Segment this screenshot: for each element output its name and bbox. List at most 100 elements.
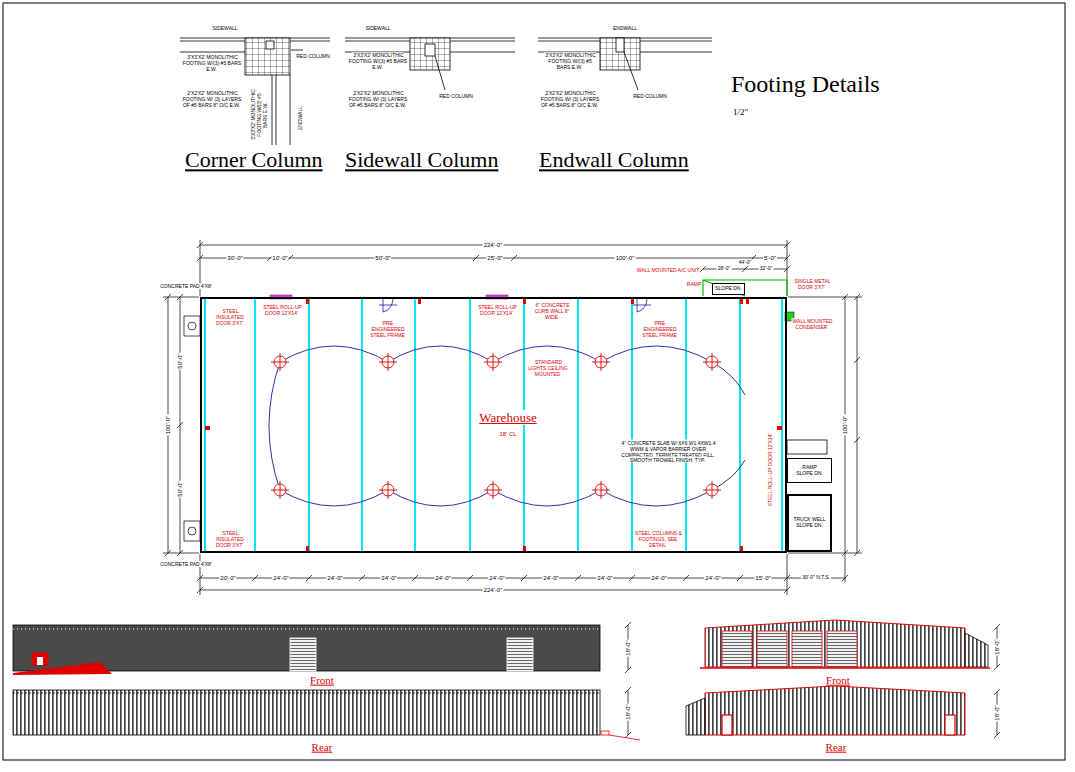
label-text: 24'-0" xyxy=(326,575,343,581)
end-front-elevation xyxy=(700,667,990,669)
wall-tag: ENDWALL xyxy=(298,105,304,131)
label-text: WALL MOUNTED CONDENSER xyxy=(792,318,833,330)
door-note: STEEL ROLL-UP DOOR 12'X14' xyxy=(475,305,519,317)
label-text: Front xyxy=(825,674,851,686)
label-text: Rear xyxy=(311,741,334,753)
dimension-text: 24'-0" xyxy=(326,575,343,582)
sidewall-footing-detail xyxy=(410,38,450,70)
end-rear-elevation xyxy=(686,698,705,735)
elevation-dimension xyxy=(994,624,1000,670)
dimension-text: 30'-0" xyxy=(226,255,243,262)
structure-note: PRE-ENGINEERED STEEL FRAME xyxy=(638,321,682,338)
wall-tag: SIDEWALL xyxy=(364,26,391,32)
end-rear-elevation xyxy=(722,715,732,735)
label-text: 2'X2'X2' MONOLITHIC FOOTING W/ (3) LAYER… xyxy=(541,90,600,108)
label-text: 50'-0" xyxy=(177,352,183,369)
label-text: STEEL COLUMNS & FOOTINGS, SEE DETAIL xyxy=(634,530,682,548)
label-text: ENDWALL xyxy=(612,25,638,31)
dimension-text: 224'-0" xyxy=(483,242,504,249)
scale-note: 1/2" xyxy=(732,107,749,117)
node-text-holder: Warehouse xyxy=(479,408,536,426)
dimension-text: 24'-0" xyxy=(272,575,289,582)
dimension-text: 25'-0" xyxy=(486,255,503,262)
wall-marker xyxy=(205,299,782,551)
label-text: STEEL ROLL-UP DOOR 12'X14' xyxy=(477,304,517,316)
elevation-title: Rear xyxy=(311,741,334,754)
footing-note: 2'X2'X2' MONOLITHIC FOOTING W/ (3) LAYER… xyxy=(347,91,409,108)
column-note: STEEL COLUMNS & FOOTINGS, SEE DETAIL xyxy=(633,531,683,548)
wall-tag: ENDWALL xyxy=(612,26,638,32)
wall-marker xyxy=(418,299,421,304)
label-text: 3'X3'X2' MONOLITHIC FOOTING W/(3) #5 BAR… xyxy=(183,54,241,72)
height-dimension: 18'-0" xyxy=(994,704,1001,721)
lighting-circuit xyxy=(280,346,745,395)
rear-elevation xyxy=(609,735,640,740)
ramp-area xyxy=(703,280,787,296)
height-dimension: 18'-0" xyxy=(625,703,632,720)
label-text: 224'-0" xyxy=(483,242,504,248)
label-text: 100'-0" xyxy=(842,415,848,436)
height-dimension: 18'-0" xyxy=(625,639,632,656)
ramp-note: RAMP xyxy=(686,282,702,288)
elevation-title: Front xyxy=(309,674,335,687)
height-dimension: 18'-0" xyxy=(994,638,1001,655)
label-text: Footing Details xyxy=(730,71,881,97)
endwall-footing-detail xyxy=(600,38,640,70)
light-fixture xyxy=(271,353,721,499)
label-text: 18'-0" xyxy=(994,704,1000,721)
label-text: 6" CONCRETE CURB WALL 8" WIDE xyxy=(534,302,569,320)
rear-elevation xyxy=(13,690,600,735)
building-outline: Warehouse18' CL xyxy=(200,297,787,553)
concrete-pad xyxy=(184,521,200,541)
label-text: 24'-0" xyxy=(650,575,667,581)
box-text: SLOPE DN. xyxy=(796,471,823,477)
dimension-lines xyxy=(163,240,862,595)
wall-marker xyxy=(740,299,743,304)
label-text: 24'-0" xyxy=(380,575,397,581)
node-text-holder: SLOPE DN. xyxy=(715,286,742,292)
dimension-lines xyxy=(165,294,171,556)
footing-note: 3'X3'X2' MONOLITHIC FOOTING W/(3) #5 BAR… xyxy=(541,53,599,70)
wall-marker xyxy=(306,299,309,304)
dimension-lines xyxy=(700,266,790,272)
front-elevation xyxy=(507,638,533,671)
footing-note: 3'X3'X2' MONOLITHIC FOOTING W/(3) #5 BAR… xyxy=(251,88,268,143)
wall-marker xyxy=(740,546,743,551)
label-text: 18'-0" xyxy=(994,638,1000,655)
ramp-box: RAMPSLOPE DN. xyxy=(787,458,832,483)
end-front-elevation xyxy=(827,631,857,667)
end-front-elevation xyxy=(700,620,990,668)
label-text: STEEL INSULATED DOOR 3'X7' xyxy=(216,308,244,326)
label-text: 224'-0" xyxy=(483,587,504,593)
lighting-circuit xyxy=(269,346,745,506)
label-text: 100'-0" xyxy=(615,255,636,261)
endwall-footing-detail xyxy=(538,38,712,90)
ramp-area xyxy=(703,280,787,296)
end-front-elevation xyxy=(757,631,787,667)
dock-step xyxy=(787,440,827,454)
endwall-footing-detail xyxy=(624,52,638,90)
dimension-text: 24'-0" xyxy=(380,575,397,582)
label-text: STANDARD LIGHTS CEILING MOUNTED xyxy=(528,359,567,377)
frame-lines xyxy=(205,299,782,551)
door-swing xyxy=(379,299,397,312)
label-text: CONCRETE PAD 4'X8' xyxy=(159,283,213,289)
rear-elevation xyxy=(13,693,600,694)
rear-elevation xyxy=(13,690,640,740)
end-rear-elevation xyxy=(705,686,965,735)
footing-note: 3'X3'X2' MONOLITHIC FOOTING W/(3) #5 BAR… xyxy=(348,53,408,70)
label-text: 18'-0" xyxy=(625,639,631,656)
label-text: Rear xyxy=(825,741,848,753)
label-text: WALL MOUNTED A/C UNIT xyxy=(636,267,700,273)
room-name: Warehouse xyxy=(479,410,536,425)
corner-footing-detail xyxy=(180,38,330,145)
wall-marker xyxy=(523,299,526,304)
dimension-text: 24'-0" xyxy=(704,575,721,582)
door-note: STEEL ROLL-UP DOOR 12'X14' xyxy=(260,305,304,317)
elevation-dimension xyxy=(994,689,1000,738)
label-text: RED COLUMN xyxy=(295,53,331,59)
dimension-text: 20'-0" xyxy=(219,575,236,582)
label-text: 32'-0" xyxy=(759,265,774,271)
